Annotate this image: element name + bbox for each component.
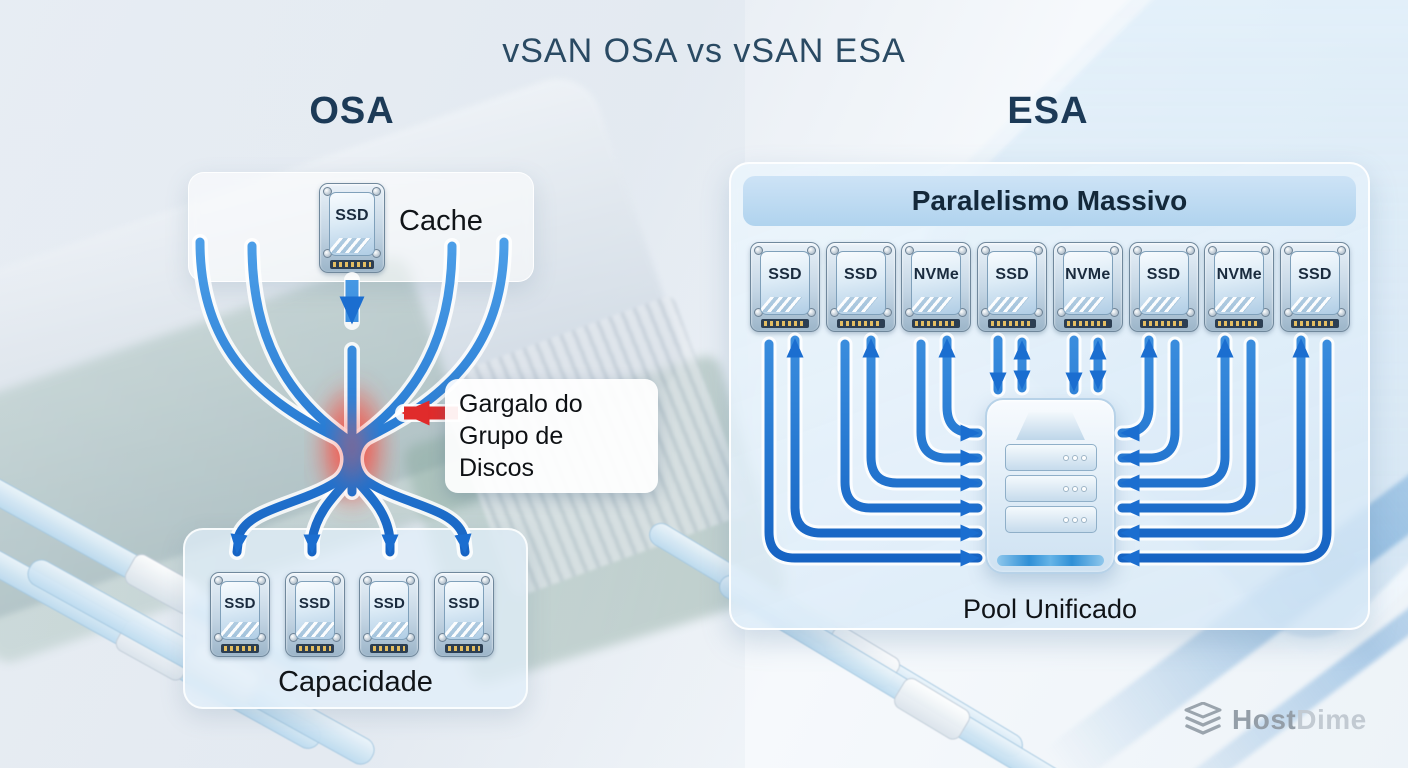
- drive-label: SSD: [843, 266, 878, 283]
- capacity-label: Capacidade: [278, 666, 433, 698]
- osa-heading: OSA: [309, 90, 395, 132]
- nvme-drive-icon: NVMe: [901, 242, 972, 332]
- storage-tray: [1004, 506, 1097, 533]
- bottleneck-line-2: Grupo de Discos: [459, 422, 564, 482]
- sata-connector: [1139, 319, 1188, 328]
- osa-cache-box: SSD Cache: [188, 172, 534, 282]
- sata-connector: [836, 319, 885, 328]
- drive-label: SSD: [1146, 266, 1181, 283]
- drive-label: SSD: [298, 595, 331, 612]
- drive-label: SSD: [1298, 266, 1332, 283]
- drive-label: NVMe: [1065, 266, 1111, 283]
- pool-label: Pool Unificado: [962, 594, 1138, 624]
- ssd-drive-icon: SSD: [1279, 242, 1350, 332]
- storage-tray: [1004, 444, 1097, 471]
- sata-connector: [221, 644, 259, 653]
- bottleneck-glow-top: [330, 398, 374, 494]
- sata-connector: [444, 644, 483, 653]
- ssd-drive-icon: SSD: [825, 242, 896, 332]
- pool-base-glow: [997, 555, 1104, 566]
- esa-banner: Paralelismo Massivo: [743, 176, 1356, 226]
- osa-capacity-box: SSD SSD SSD SSD Capacidade: [183, 528, 528, 709]
- nvme-drive-icon: NVMe: [1204, 242, 1275, 332]
- sata-connector: [370, 644, 409, 653]
- sata-connector: [330, 260, 374, 269]
- ssd-drive-icon: SSD: [319, 183, 385, 273]
- drive-label: NVMe: [1216, 266, 1262, 283]
- drive-label: SSD: [335, 207, 369, 224]
- esa-heading: ESA: [1007, 90, 1089, 132]
- ssd-drive-icon: SSD: [359, 572, 420, 657]
- stacked-layers-icon: [1184, 702, 1222, 735]
- sata-connector: [1215, 319, 1264, 328]
- stacked-storage-pool-icon: [985, 398, 1116, 574]
- esa-drive-row: SSD SSD NVMe SSD NVMe: [750, 242, 1350, 332]
- nvme-drive-icon: NVMe: [1052, 242, 1123, 332]
- drive-label: SSD: [373, 595, 406, 612]
- pool-lid: [1016, 412, 1085, 440]
- bottleneck-callout: Gargalo do Grupo de Discos: [445, 379, 658, 493]
- drive-label: SSD: [768, 266, 802, 283]
- drive-label: NVMe: [913, 266, 960, 283]
- sata-connector: [988, 319, 1037, 328]
- bottleneck-glow: [312, 376, 392, 516]
- bottleneck-line-1: Gargalo do: [459, 390, 583, 418]
- sata-connector: [295, 644, 334, 653]
- ssd-drive-icon: SSD: [433, 572, 494, 657]
- brand-name: HostDime: [1232, 704, 1367, 735]
- page-title: vSAN OSA vs vSAN ESA: [502, 32, 906, 70]
- ssd-drive-icon: SSD: [284, 572, 345, 657]
- sata-connector: [912, 319, 961, 328]
- sata-connector: [1290, 319, 1339, 328]
- ssd-drive-icon: SSD: [1128, 242, 1199, 332]
- ssd-drive-icon: SSD: [750, 242, 820, 332]
- ssd-drive-icon: SSD: [210, 572, 270, 657]
- sata-connector: [761, 319, 809, 328]
- drive-label: SSD: [224, 595, 256, 612]
- storage-tray: [1004, 475, 1097, 502]
- capacity-drive-row: SSD SSD SSD SSD: [210, 572, 494, 657]
- drive-label: SSD: [448, 595, 480, 612]
- sata-connector: [1063, 319, 1112, 328]
- drive-label: SSD: [995, 266, 1029, 283]
- cache-label: Cache: [399, 205, 483, 237]
- hostdime-logo: HostDime: [1183, 702, 1367, 738]
- ssd-drive-icon: SSD: [977, 242, 1048, 332]
